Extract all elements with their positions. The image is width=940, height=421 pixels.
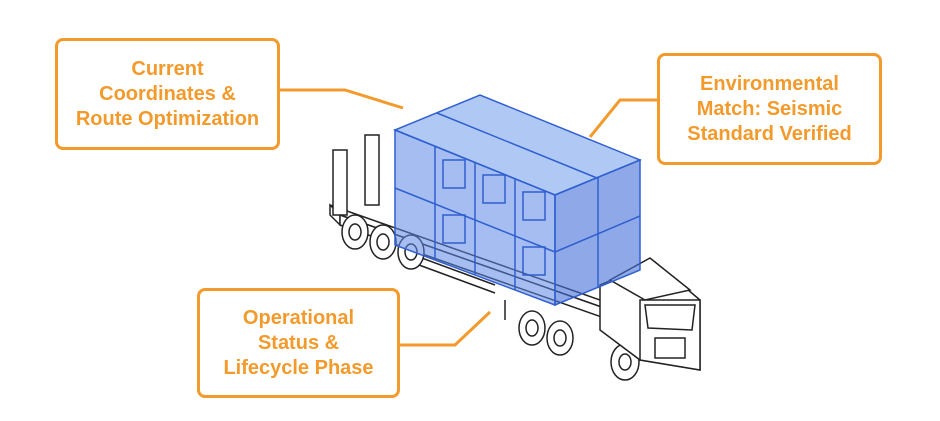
callout-text-line: Standard Verified	[687, 122, 852, 145]
callout-text-line: Coordinates &	[99, 82, 236, 105]
leader-lines	[280, 88, 657, 347]
callout-text-line: Current	[131, 57, 204, 80]
callout-text-line: Lifecycle Phase	[223, 356, 374, 379]
truck-cab	[599, 257, 701, 371]
callout-text-line: Route Optimization	[75, 107, 260, 130]
leader-line-operational	[400, 310, 492, 347]
callout-environmental-match: Environmental Match: Seismic Standard Ve…	[657, 53, 882, 165]
callout-text-line: Match: Seismic	[696, 97, 843, 120]
callout-route-optimization: Current Coordinates & Route Optimization	[55, 38, 280, 150]
modular-units	[393, 94, 642, 307]
callout-operational-status: Operational Status & Lifecycle Phase	[197, 288, 400, 398]
leader-line-environmental	[588, 98, 657, 138]
callout-text-line: Operational	[242, 306, 355, 329]
leader-line-coordinates	[280, 88, 404, 110]
callout-text-line: Status &	[257, 331, 340, 354]
callout-text-line: Environmental	[700, 72, 839, 95]
